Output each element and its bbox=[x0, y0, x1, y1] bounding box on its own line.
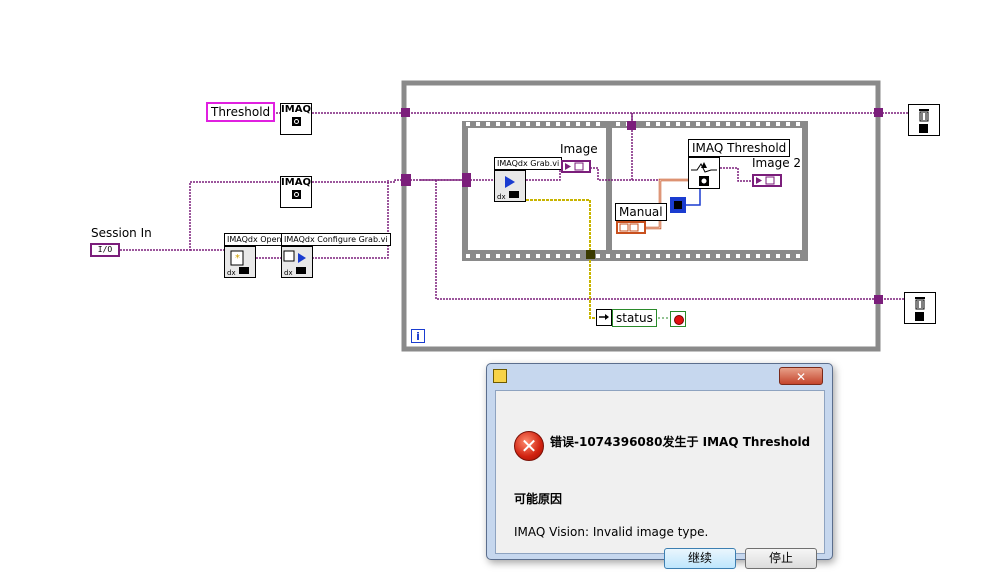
stop-button[interactable]: 停止 bbox=[745, 548, 817, 569]
unbundle-icon[interactable] bbox=[596, 309, 612, 326]
blue-constant[interactable] bbox=[670, 197, 686, 213]
image-label: Image bbox=[560, 142, 598, 156]
close-button[interactable]: ✕ bbox=[779, 367, 823, 385]
imaqdx-grab-label: IMAQdx Grab.vi bbox=[494, 157, 563, 170]
error-icon: ✕ bbox=[514, 431, 544, 461]
imaqdx-configure-grab-label: IMAQdx Configure Grab.vi bbox=[281, 233, 391, 246]
imaq-dispose-node-1[interactable]: IMAQ bbox=[280, 103, 312, 135]
imaqdx-open-label: IMAQdx Open bbox=[224, 233, 286, 246]
image2-label: Image 2 bbox=[752, 156, 802, 170]
imaqdx-open-icon[interactable]: * dx bbox=[224, 246, 256, 278]
error-detail: IMAQ Vision: Invalid image type. bbox=[514, 525, 709, 539]
threshold-constant[interactable]: Threshold bbox=[206, 102, 276, 122]
manual-label: Manual bbox=[615, 203, 667, 221]
svg-text:*: * bbox=[235, 253, 240, 264]
possible-cause-heading: 可能原因 bbox=[514, 492, 563, 506]
imaqdx-grab-icon[interactable]: dx bbox=[494, 170, 526, 202]
error-dialog: ✕ ✕ 错误-1074396080发生于 IMAQ Threshold 可能原因… bbox=[486, 363, 833, 569]
error-message: 错误-1074396080发生于 IMAQ Threshold bbox=[550, 435, 811, 449]
manual-constant[interactable] bbox=[616, 221, 646, 234]
stop-condition-icon[interactable] bbox=[670, 311, 686, 327]
while-loop-frame bbox=[401, 80, 881, 352]
error-icon bbox=[291, 190, 301, 199]
image-indicator[interactable] bbox=[561, 160, 591, 173]
svg-text:dx: dx bbox=[227, 269, 236, 277]
trash-node-1[interactable] bbox=[908, 104, 940, 136]
imaq-dispose-node-2[interactable]: IMAQ bbox=[280, 176, 312, 208]
imaq-threshold-node[interactable] bbox=[688, 157, 720, 189]
dialog-client-area: ✕ 错误-1074396080发生于 IMAQ Threshold 可能原因 I… bbox=[495, 390, 825, 569]
session-in-terminal[interactable]: I/O bbox=[90, 243, 120, 257]
svg-text:dx: dx bbox=[284, 269, 293, 277]
status-label: status bbox=[612, 309, 657, 327]
session-in-label: Session In bbox=[91, 226, 152, 240]
continue-button[interactable]: 继续 bbox=[664, 548, 736, 569]
imaqdx-configure-grab-icon[interactable]: dx bbox=[281, 246, 313, 278]
loop-iteration-terminal: i bbox=[411, 329, 425, 343]
image2-indicator[interactable] bbox=[752, 174, 782, 187]
error-icon bbox=[291, 117, 301, 126]
trash-node-2[interactable] bbox=[904, 292, 936, 324]
svg-text:dx: dx bbox=[497, 193, 506, 201]
labview-app-icon bbox=[493, 369, 507, 383]
imaq-threshold-label: IMAQ Threshold bbox=[688, 139, 791, 157]
